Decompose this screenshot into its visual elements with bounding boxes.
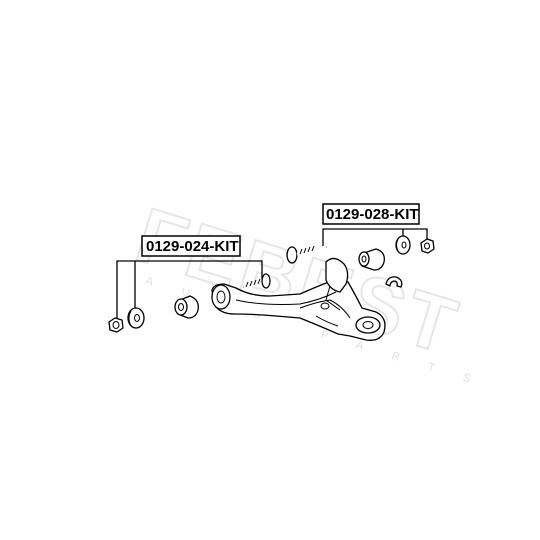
kit-label-0129-028: 0129-028-KIT [326,206,419,223]
upper-arm-mount-icon [325,257,349,293]
snap-ring-icon [385,276,403,288]
cam-bolt-icon [243,273,271,289]
nut-icon [108,317,124,333]
lower-control-arm-icon [211,279,386,341]
cam-washer-right-icon [395,235,411,255]
kit-label-0129-024: 0129-024-KIT [146,238,239,255]
nut-right-icon [420,238,435,254]
cam-bolt-right-icon [286,245,327,264]
kit-label-box [141,235,241,257]
kit-0129-028-callout: 0129-028-KIT [322,203,428,246]
kit-0129-024-callout: 0129-024-KIT [116,235,263,322]
leader-line-left-kit [116,260,263,322]
bushing-icon [174,295,199,319]
leader-line-right-kit [322,228,428,246]
cam-washer-icon [127,307,145,329]
kit-label-box [322,203,420,225]
bushing-right-icon [358,248,385,271]
